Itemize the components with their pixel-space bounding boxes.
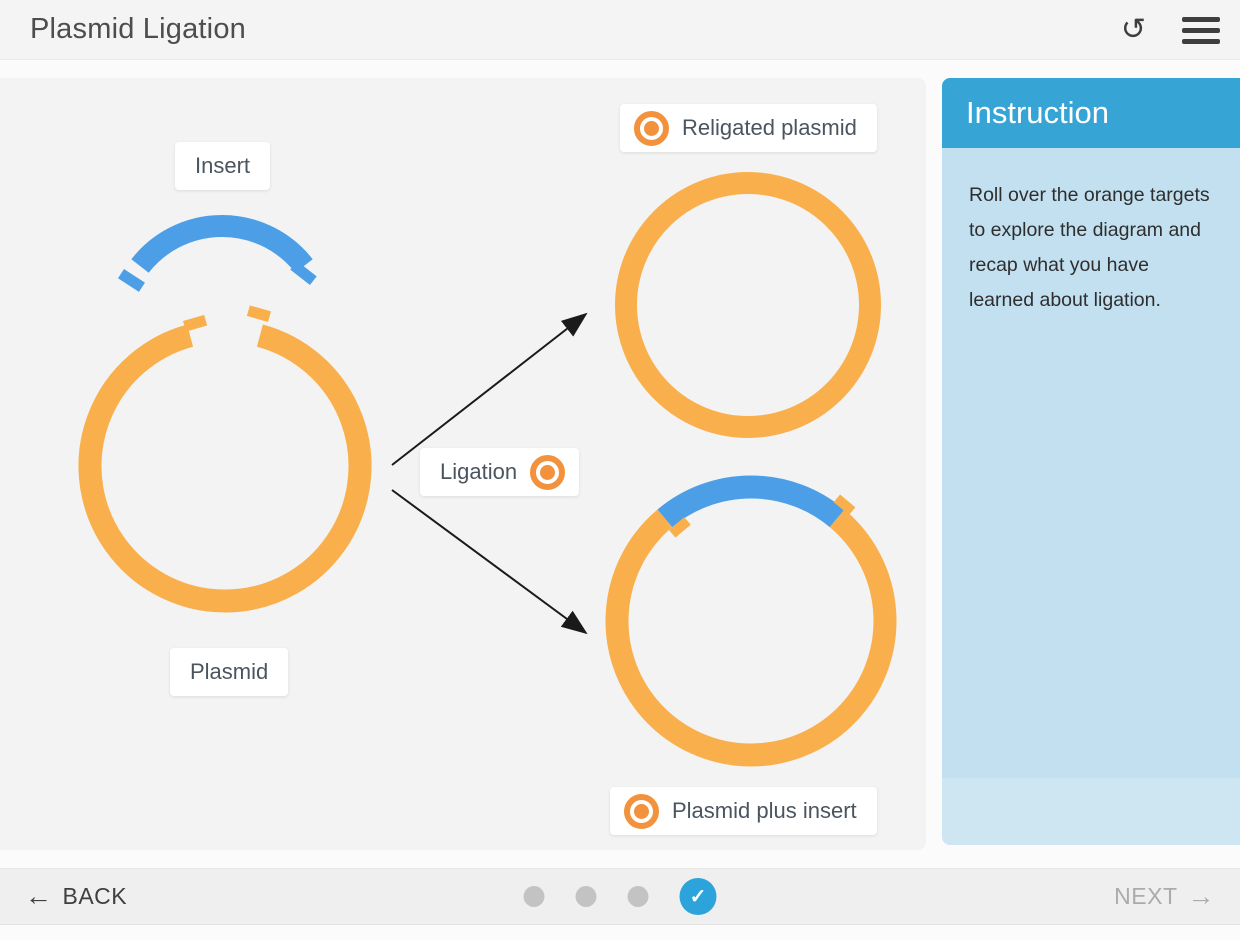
target-dot-icon [540, 464, 556, 480]
arrow-to-religated [391, 312, 588, 466]
menu-icon [1182, 16, 1220, 22]
plasmid-plus-insert-target-icon[interactable] [624, 793, 659, 829]
top-bar-icons: ↺ [1121, 0, 1220, 60]
plasmid-label-text: Plasmid [190, 659, 269, 684]
insert-label-text: Insert [195, 153, 251, 178]
ligation-label[interactable]: Ligation [420, 448, 580, 496]
progress-check[interactable]: ✓ [679, 878, 717, 915]
reset-button[interactable]: ↺ [1121, 15, 1146, 45]
reset-icon: ↺ [1120, 13, 1146, 46]
next-button[interactable]: NEXT → [1114, 883, 1215, 910]
insert-fragment [118, 215, 317, 292]
religated-label-text: Religated plasmid [682, 115, 857, 140]
back-button[interactable]: ← BACK [25, 883, 127, 910]
ligation-diagram [78, 172, 897, 767]
ligation-label-text: Ligation [440, 459, 518, 484]
religated-plasmid-ring [615, 172, 881, 438]
insert-label: Insert [175, 142, 271, 190]
menu-icon [1182, 27, 1220, 33]
plasmid-plus-insert-label[interactable]: Plasmid plus insert [610, 787, 877, 835]
nav-bar: ← BACK ✓ NEXT → [0, 868, 1240, 925]
arrow-to-plasmid-plus-insert [391, 489, 588, 635]
menu-button[interactable] [1182, 13, 1220, 48]
progress-dot-3[interactable] [627, 886, 649, 907]
plasmid-label: Plasmid [170, 648, 289, 696]
instruction-panel: Instruction Roll over the orange targets… [942, 78, 1240, 845]
cut-plasmid-ring [78, 305, 372, 613]
instruction-body: Roll over the orange targets to explore … [942, 148, 1240, 778]
religated-target-icon[interactable] [634, 110, 669, 146]
next-arrow-icon: → [1187, 881, 1215, 911]
plasmid-plus-insert-label-text: Plasmid plus insert [672, 798, 857, 823]
check-icon: ✓ [689, 886, 707, 908]
progress-dot-1[interactable] [523, 886, 545, 907]
next-button-label: NEXT [1114, 883, 1178, 909]
instruction-title: Instruction [942, 78, 1240, 148]
back-button-label: BACK [62, 883, 128, 909]
menu-icon [1182, 38, 1220, 44]
religated-plasmid-label[interactable]: Religated plasmid [620, 104, 877, 152]
target-dot-icon [634, 803, 649, 819]
progress-dot-2[interactable] [575, 886, 597, 907]
back-arrow-icon: ← [25, 881, 53, 911]
page-title: Plasmid Ligation [30, 13, 246, 45]
plasmid-plus-insert-ring [605, 475, 897, 767]
progress-indicator: ✓ [523, 878, 717, 915]
ligation-target-icon[interactable] [530, 454, 566, 490]
diagram-panel: Insert Plasmid Ligation Religated plasmi… [0, 78, 926, 850]
instruction-footer [942, 778, 1240, 845]
top-bar: Plasmid Ligation ↺ [0, 0, 1240, 60]
target-dot-icon [644, 120, 659, 136]
